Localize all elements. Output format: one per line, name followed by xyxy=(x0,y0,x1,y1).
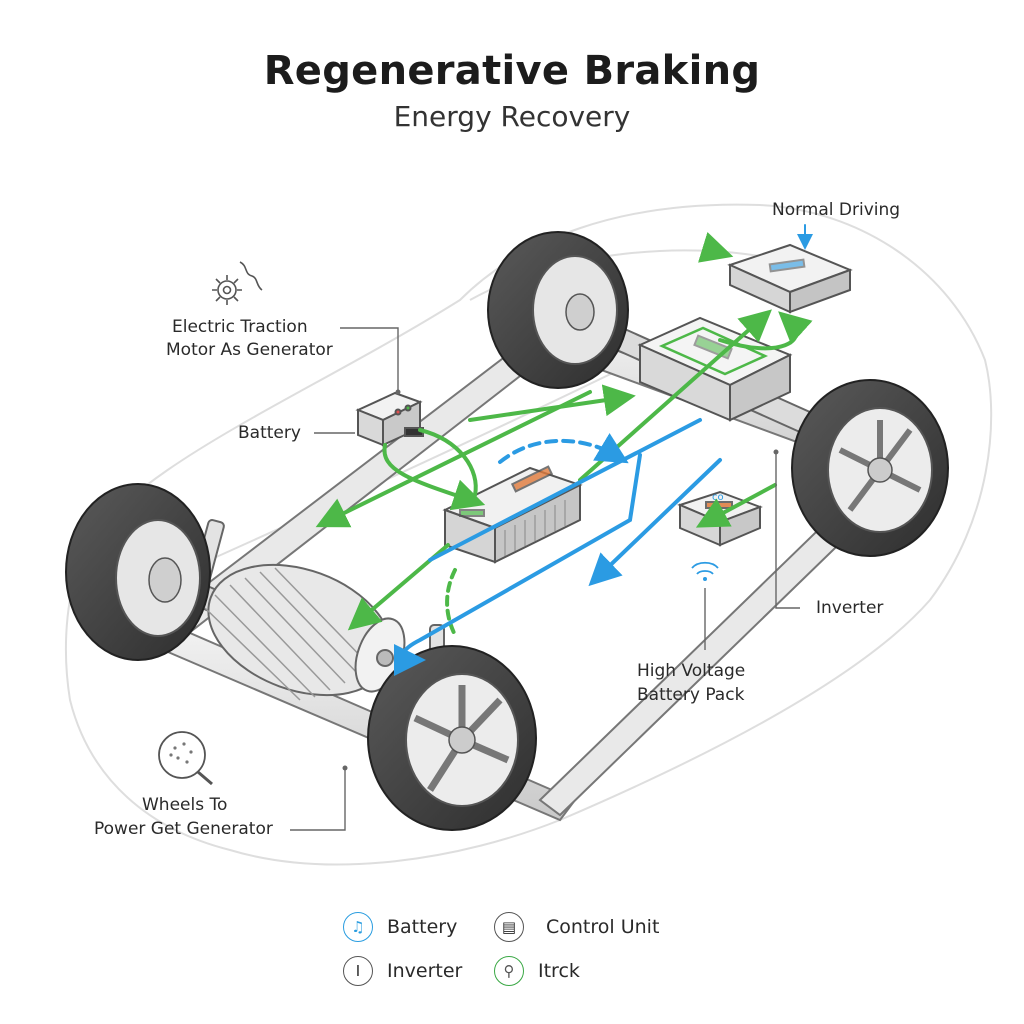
label-inverter: Inverter xyxy=(816,598,884,618)
diagram-subtitle: Energy Recovery xyxy=(393,100,631,133)
wheel-rear-left xyxy=(487,231,629,389)
legend-label: Itrck xyxy=(538,960,580,982)
label-battery: Battery xyxy=(238,423,301,443)
wheel-rear-right xyxy=(791,379,949,557)
hv-battery-pack xyxy=(442,465,583,564)
label-wheels-line1: Wheels To xyxy=(142,795,228,815)
wheel-front-right xyxy=(367,645,537,831)
legend-label: Battery xyxy=(387,916,458,938)
label-normal-driving: Normal Driving xyxy=(772,200,901,220)
callout-lines xyxy=(290,327,800,831)
label-motor-line2: Motor As Generator xyxy=(166,340,333,360)
inverter-icon: I xyxy=(343,956,373,986)
small-battery xyxy=(355,391,424,447)
control-unit xyxy=(637,316,793,422)
wireless-signal-icon xyxy=(691,561,719,581)
energy-flow-blue xyxy=(393,224,813,676)
control-unit-icon: ▤ xyxy=(494,912,524,942)
legend-label: Control Unit xyxy=(546,916,660,938)
magnifier-dots-icon xyxy=(158,731,213,786)
motor-gear-icon xyxy=(212,261,263,305)
svg-text:co: co xyxy=(712,492,724,503)
normal-driving-module xyxy=(727,243,853,314)
energy-flow-green xyxy=(315,232,813,637)
magnifier-icon: ⚲ xyxy=(494,956,524,986)
label-motor-line1: Electric Traction xyxy=(172,317,308,337)
legend-item-battery: ♫ Battery xyxy=(343,912,457,942)
legend-item-inverter: I Inverter xyxy=(343,956,462,986)
label-hv-line2: Battery Pack xyxy=(637,685,745,705)
wheel-front-left xyxy=(65,483,211,661)
battery-icon: ♫ xyxy=(343,912,373,942)
label-hv-line1: High Voltage xyxy=(637,661,746,681)
callout-dots xyxy=(342,389,779,771)
label-wheels-line2: Power Get Generator xyxy=(94,819,273,839)
legend-label: Inverter xyxy=(387,960,463,982)
diagram-title: Regenerative Braking xyxy=(263,48,761,94)
legend-item-control-unit: ▤ Control Unit xyxy=(494,912,659,942)
legend-item-itrck: ⚲ Itrck xyxy=(494,956,580,986)
